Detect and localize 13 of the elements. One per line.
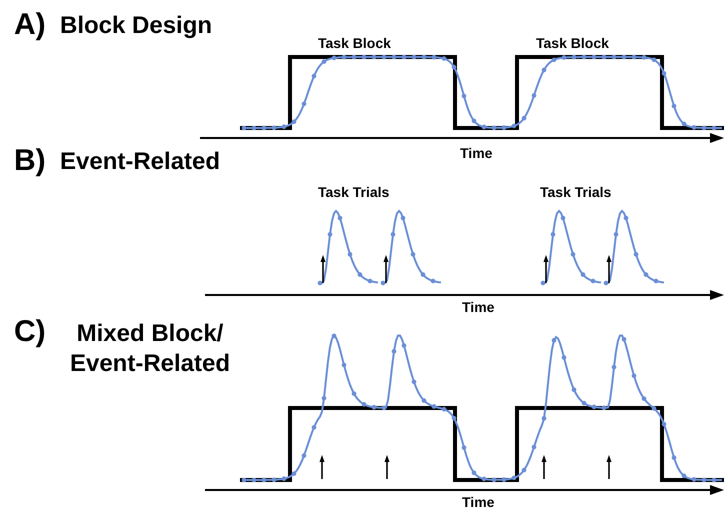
axis-label: Time <box>460 145 494 162</box>
panel-heading: Mixed Block/ Event-Related <box>68 319 232 379</box>
axis-label: Time <box>462 494 496 512</box>
panel-heading: Event-Related <box>60 147 222 177</box>
trace-label: Task Trials <box>540 184 612 202</box>
axis-label: Time <box>462 299 496 316</box>
panel-letter: C) <box>14 314 47 350</box>
trace-label: Task Block <box>318 35 392 52</box>
panel-letter: A) <box>14 7 47 43</box>
panel-heading: Block Design <box>60 11 214 41</box>
panel-letter: B) <box>14 143 47 179</box>
trace-label: Task Block <box>536 35 610 52</box>
trace-label: Task Trials <box>318 184 390 202</box>
